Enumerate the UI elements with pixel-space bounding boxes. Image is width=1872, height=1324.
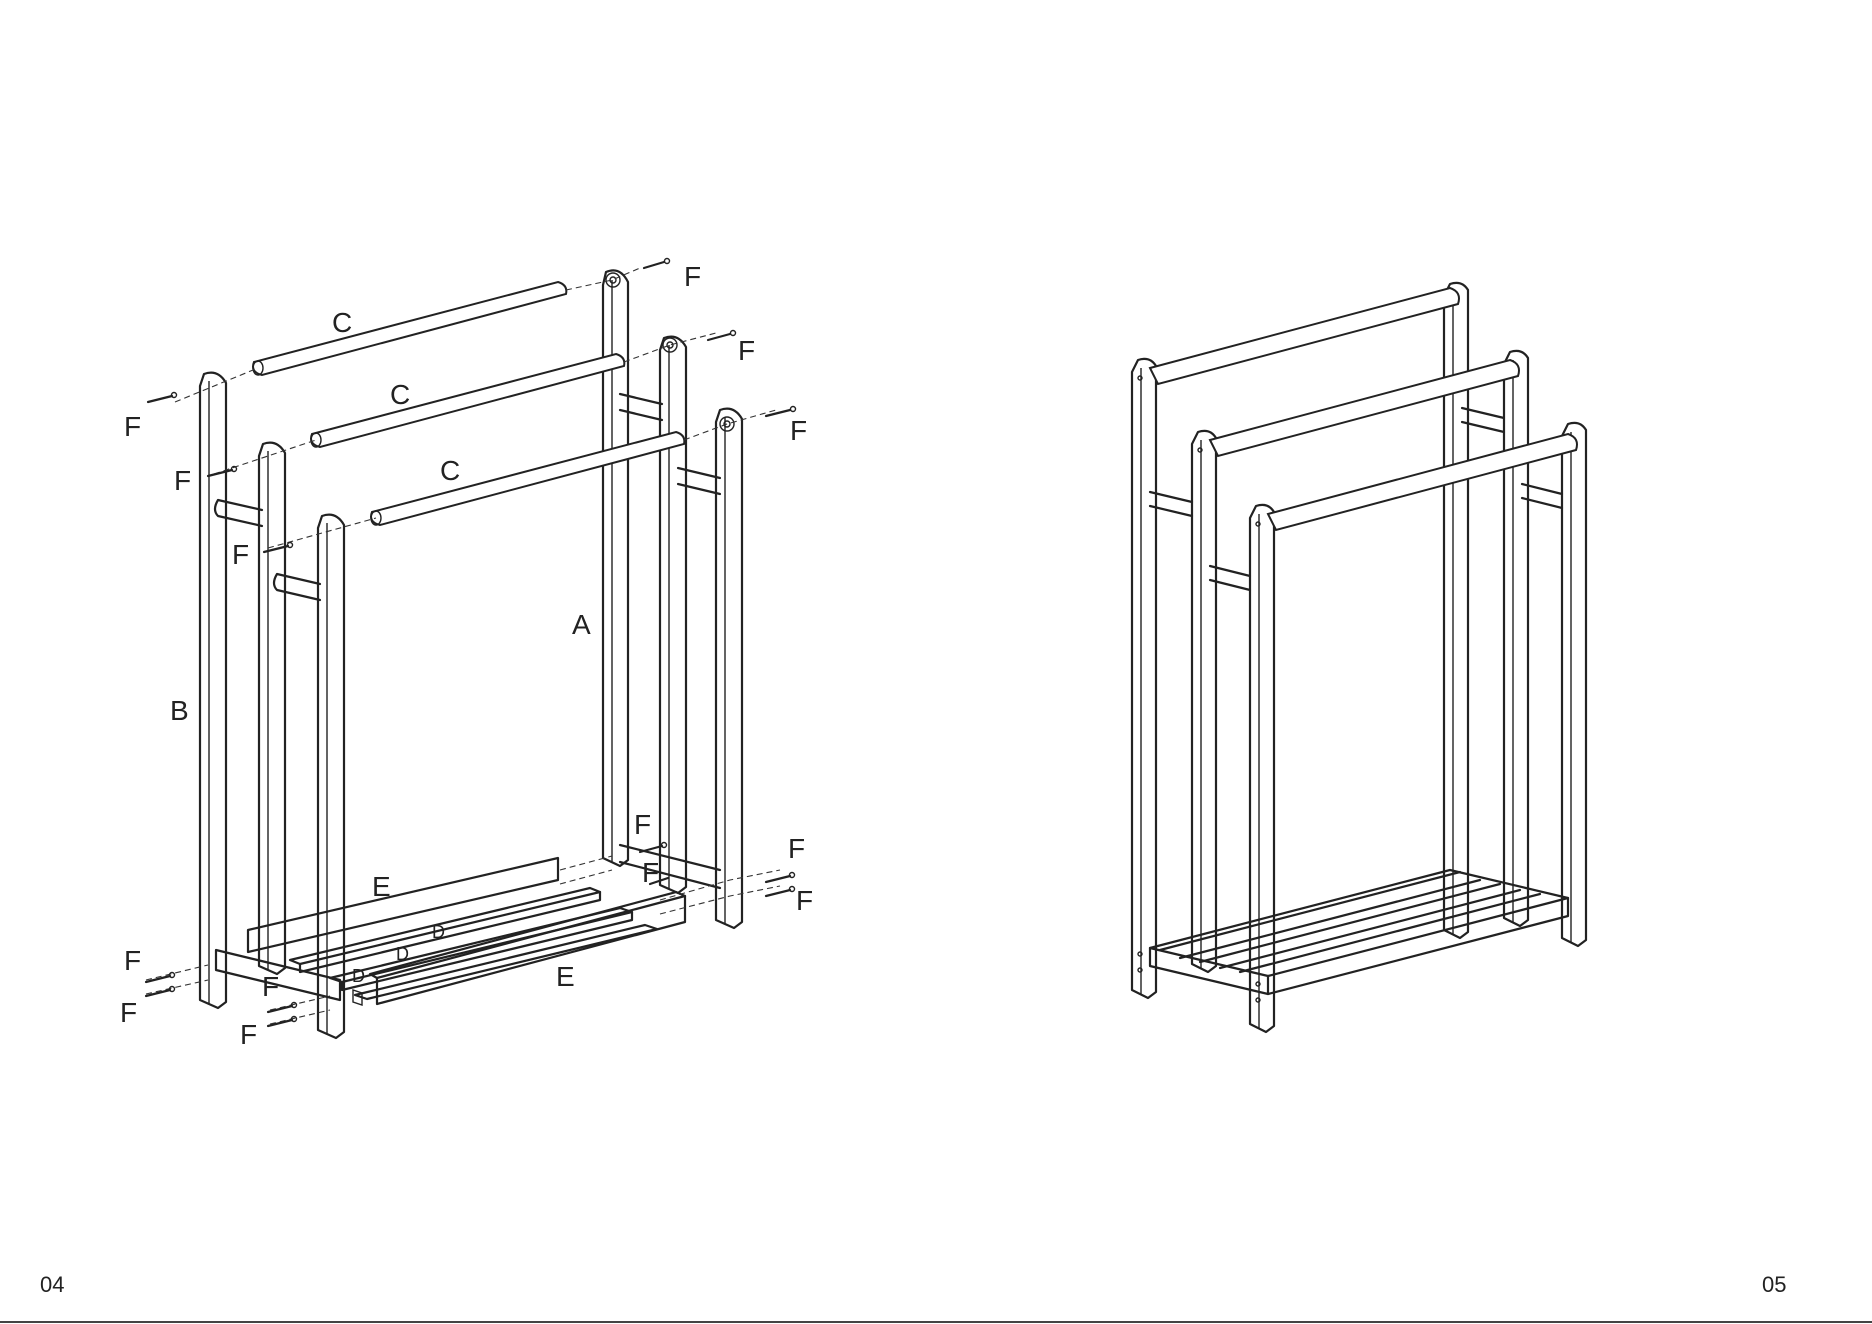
label-c-2: C bbox=[390, 379, 410, 410]
label-f-9: F bbox=[788, 833, 805, 864]
slats-d-and-rails-e bbox=[248, 858, 685, 1005]
label-d-2: D bbox=[396, 944, 409, 964]
label-f-11: F bbox=[124, 945, 141, 976]
rods-c bbox=[253, 282, 684, 525]
page-number-right: 05 bbox=[1762, 1272, 1786, 1298]
label-f-7: F bbox=[634, 809, 651, 840]
label-f-4: F bbox=[124, 411, 141, 442]
label-a: A bbox=[572, 609, 591, 640]
label-d-1: D bbox=[432, 922, 445, 942]
label-c-3: C bbox=[440, 455, 460, 486]
label-f-2: F bbox=[738, 335, 755, 366]
label-d-3: D bbox=[352, 966, 365, 986]
label-c-1: C bbox=[332, 307, 352, 338]
label-f-1: F bbox=[684, 261, 701, 292]
exploded-assembly-diagram: C C C A B E E D D D F F F F F F F F F F … bbox=[120, 259, 813, 1051]
label-f-14: F bbox=[240, 1019, 257, 1050]
label-f-6: F bbox=[232, 539, 249, 570]
label-e-1: E bbox=[372, 871, 391, 902]
label-f-13: F bbox=[262, 971, 279, 1002]
label-f-8: F bbox=[642, 857, 659, 888]
frame-a-back bbox=[603, 270, 742, 928]
assembled-rack-diagram bbox=[1132, 283, 1586, 1032]
label-f-5: F bbox=[174, 465, 191, 496]
label-f-12: F bbox=[120, 997, 137, 1028]
label-b: B bbox=[170, 695, 189, 726]
label-e-2: E bbox=[556, 961, 575, 992]
label-f-10: F bbox=[796, 885, 813, 916]
page-number-left: 04 bbox=[40, 1272, 64, 1298]
bottom-rule bbox=[0, 1321, 1872, 1323]
label-f-3: F bbox=[790, 415, 807, 446]
